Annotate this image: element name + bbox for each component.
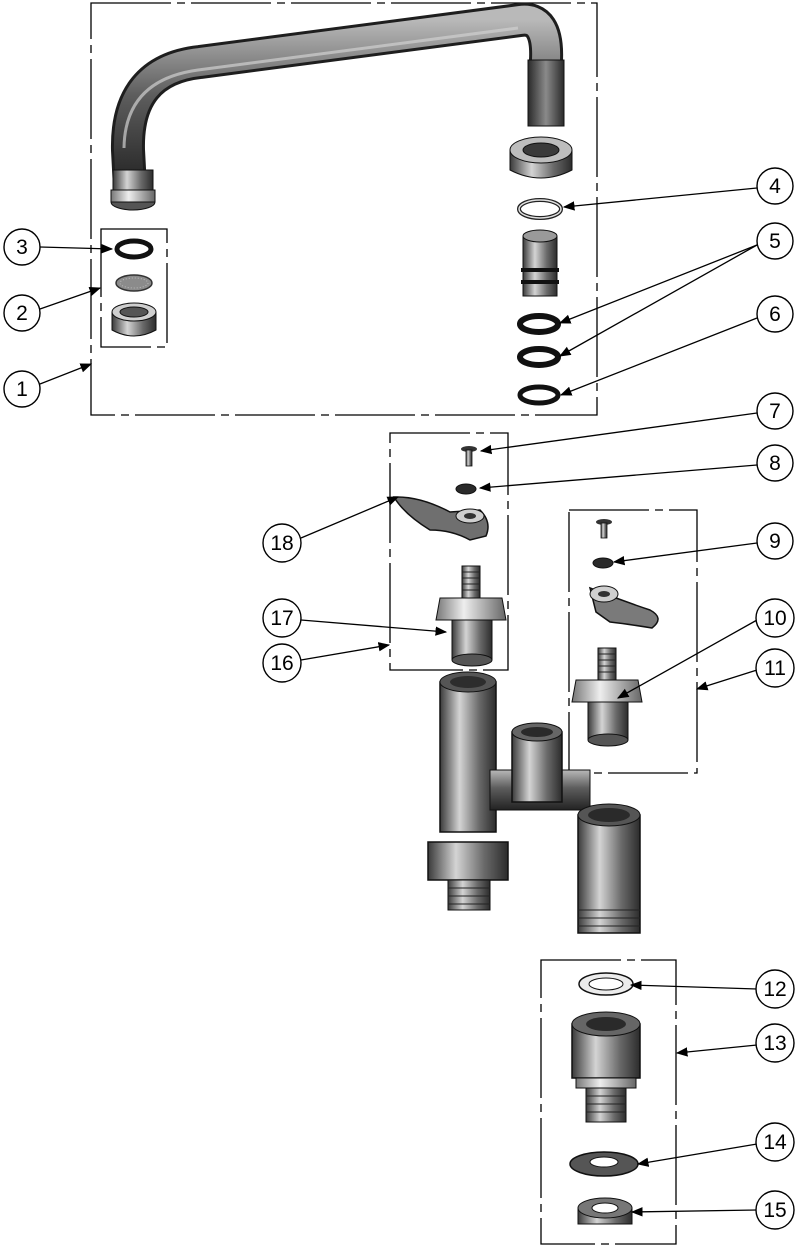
callout-label: 1 — [16, 378, 28, 401]
leader-lines — [39, 187, 758, 1217]
right-handle-screw-icon — [596, 519, 612, 539]
callout-9: 9 — [756, 522, 794, 560]
spout-washer-icon — [517, 198, 563, 220]
callout-label: 8 — [769, 452, 781, 475]
callout-5: 5 — [756, 222, 794, 260]
right-valve-group-box — [568, 509, 698, 774]
lock-nut-icon — [577, 1197, 633, 1225]
left-lever-handle-icon — [392, 496, 489, 541]
right-lever-handle-icon — [588, 585, 659, 629]
spout-nut-icon — [509, 136, 573, 179]
callout-label: 3 — [16, 236, 28, 259]
callout-7: 7 — [756, 392, 794, 430]
supply-washer-icon — [578, 972, 634, 996]
callout-3: 3 — [3, 228, 41, 266]
left-handle-screw-icon — [461, 446, 477, 467]
callout-label: 2 — [16, 302, 28, 325]
aerator-body-icon — [111, 302, 157, 337]
aerator-washer-icon — [114, 238, 154, 260]
callout-12: 12 — [755, 969, 795, 1009]
callout-label: 11 — [764, 657, 786, 680]
swivel-sleeve-icon — [521, 229, 559, 297]
left-valve-group-box — [389, 432, 509, 671]
callout-11: 11 — [755, 648, 795, 688]
supply-gasket-icon — [569, 1151, 639, 1177]
callout-1: 1 — [3, 370, 41, 408]
aerator-screen-icon — [115, 274, 153, 292]
callout-label: 17 — [270, 607, 293, 630]
callout-13: 13 — [755, 1023, 795, 1063]
supply-group-box — [540, 959, 677, 1245]
callout-label: 10 — [763, 607, 786, 630]
o-ring-upper-icon — [517, 313, 561, 335]
callout-label: 14 — [763, 1131, 787, 1154]
spout-group-box — [90, 2, 598, 416]
callout-label: 18 — [270, 532, 293, 555]
left-handle-button-icon — [455, 483, 477, 495]
callout-label: 16 — [270, 652, 293, 675]
callout-label: 15 — [763, 1199, 786, 1222]
right-handle-button-icon — [592, 557, 614, 569]
callout-4: 4 — [756, 167, 794, 205]
callout-8: 8 — [756, 444, 794, 482]
right-cartridge-icon — [571, 647, 643, 747]
callout-6: 6 — [756, 295, 794, 333]
callout-16: 16 — [262, 643, 302, 683]
callout-14: 14 — [755, 1122, 795, 1162]
callout-label: 5 — [769, 230, 781, 253]
callout-label: 6 — [769, 303, 781, 326]
callout-label: 13 — [763, 1032, 786, 1055]
left-cartridge-icon — [435, 565, 507, 667]
faucet-body-icon — [427, 671, 641, 934]
spout-seal-icon — [517, 384, 561, 406]
callout-10: 10 — [755, 598, 795, 638]
callout-label: 12 — [763, 978, 786, 1001]
callout-2: 2 — [3, 294, 41, 332]
callout-label: 4 — [769, 175, 781, 198]
callout-15: 15 — [755, 1190, 795, 1230]
swing-spout-icon — [110, 2, 565, 211]
supply-shank-icon — [571, 1011, 641, 1123]
o-ring-lower-icon — [517, 346, 561, 368]
callout-18: 18 — [262, 523, 302, 563]
callout-label: 9 — [769, 530, 781, 553]
callout-label: 7 — [769, 400, 781, 423]
callout-17: 17 — [262, 598, 302, 638]
